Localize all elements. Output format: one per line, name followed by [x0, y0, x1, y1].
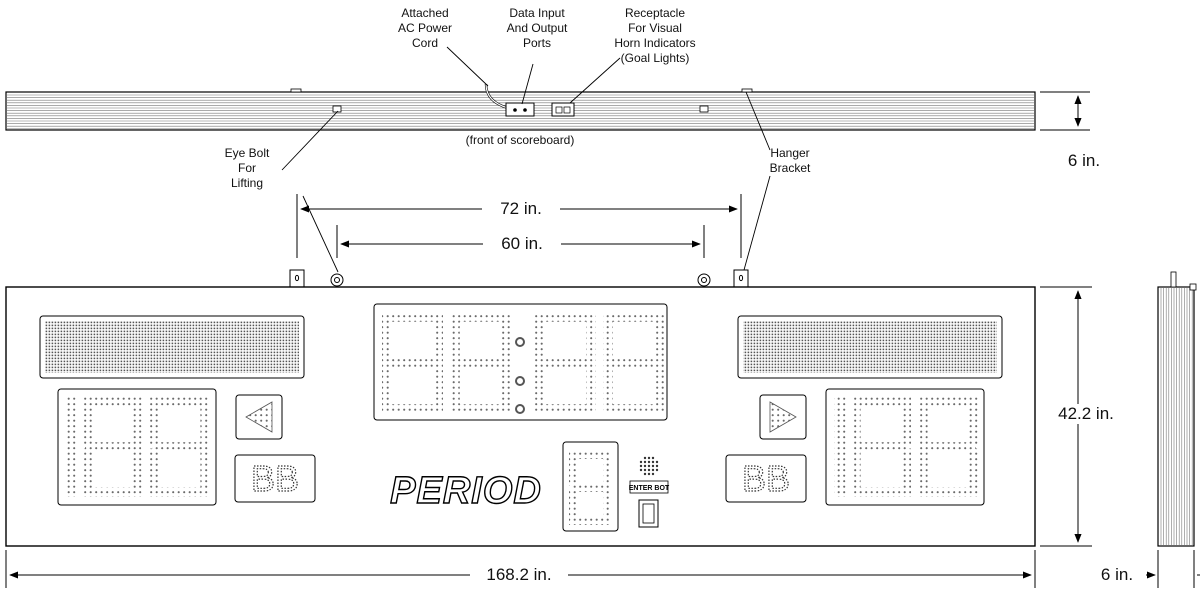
top-left-eye-bolt — [332, 105, 342, 113]
right-score-display — [825, 388, 985, 506]
hanger-bracket-callout: Hanger Bracket — [769, 146, 811, 175]
width-label: 168.2 in. — [470, 565, 568, 585]
left-message-center — [39, 315, 305, 379]
top-view — [5, 83, 1036, 131]
clock-digit — [382, 312, 443, 414]
period-label: PERIOD — [390, 470, 542, 512]
top-left-hanger-tab — [290, 88, 302, 93]
bolt-span-label: 72 in. — [482, 199, 560, 219]
data-ports-box — [505, 102, 535, 117]
horn-speaker-icon — [639, 456, 659, 476]
right-message-center — [737, 315, 1003, 379]
data-ports-callout: Data Input And Output Ports — [506, 6, 568, 50]
right-shots-display: BB — [725, 454, 807, 503]
power-cord-callout: Attached AC Power Cord — [397, 6, 453, 50]
clock-digit — [450, 312, 511, 414]
game-clock — [373, 303, 668, 421]
left-shots-text: BB — [251, 458, 299, 499]
left-score-digit — [150, 397, 210, 497]
left-score-display — [57, 388, 217, 506]
right-shots-text: BB — [742, 458, 790, 499]
side-depth-label: 6 in. — [1088, 565, 1146, 585]
period-display — [562, 441, 619, 532]
top-right-eye-bolt — [699, 105, 709, 113]
height-label: 42.2 in. — [1042, 404, 1130, 424]
top-right-hanger-tab — [741, 88, 753, 93]
front-of-scoreboard-note: (front of scoreboard) — [465, 133, 575, 147]
eye-bolt-callout: Eye Bolt For Lifting — [224, 146, 270, 190]
horn-receptacle-box — [551, 102, 575, 117]
horn-indicator: ENTER BOT — [629, 456, 670, 528]
right-possession-arrow — [759, 394, 807, 440]
right-score-digit — [918, 397, 978, 497]
top-depth-label: 6 in. — [1067, 151, 1101, 170]
top-depth-dimension — [1040, 91, 1090, 131]
right-score-one-segment — [834, 397, 846, 497]
left-score-digit — [83, 397, 143, 497]
side-depth-dimension — [1138, 550, 1200, 588]
horn-indicator-text: ENTER BOT — [629, 485, 670, 492]
left-score-one-segment — [66, 397, 78, 497]
right-score-digit — [851, 397, 911, 497]
hanger-span-label: 60 in. — [483, 234, 561, 254]
side-view — [1157, 271, 1197, 547]
board-hardware — [289, 269, 749, 288]
receptacle-callout: Receptacle For Visual Horn Indicators (G… — [614, 6, 696, 65]
clock-digit — [603, 312, 664, 414]
clock-digit — [535, 312, 596, 414]
period-digit — [569, 450, 612, 525]
left-possession-arrow — [235, 394, 283, 440]
left-shots-display: BB — [234, 454, 316, 503]
